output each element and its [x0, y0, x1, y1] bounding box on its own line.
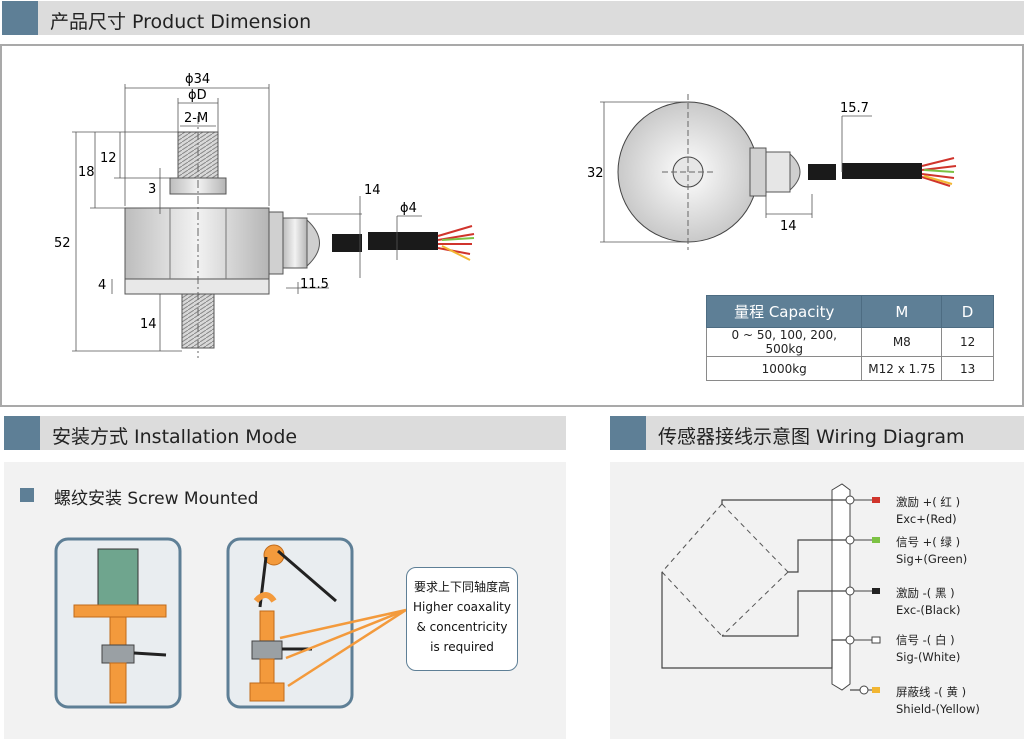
- dim-2m: 2-M: [184, 111, 208, 126]
- front-view-drawing: ϕ34 ϕD 2-M 12 18 3 52 4 14 14 ϕ4 11.5: [54, 72, 475, 358]
- wire-cn: 屏蔽线 -( 黄 ): [896, 685, 967, 699]
- spec-table: 量程 Capacity M D 0 ~ 50, 100, 200, 500kg …: [705, 295, 994, 381]
- dim-12: 12: [100, 151, 117, 166]
- dim-18: 18: [78, 165, 95, 180]
- wire-label-sig-plus: 信号 +( 绿 ) Sig+(Green): [896, 534, 967, 568]
- table-row: 0 ~ 50, 100, 200, 500kg M8 12: [705, 327, 994, 357]
- callout-line-3: is required: [430, 640, 494, 654]
- installation-header: 安装方式 Installation Mode: [4, 416, 566, 450]
- dim-4: 4: [98, 278, 106, 293]
- dim-phid: ϕD: [188, 88, 207, 103]
- m-cell: M12 x 1.75: [861, 356, 943, 381]
- callout-arrows: [279, 608, 407, 688]
- dim-14-bottom: 14: [140, 317, 157, 332]
- callout-line-cn: 要求上下同轴度高: [413, 580, 510, 594]
- wire-en: Shield-(Yellow): [896, 702, 980, 716]
- m-header: M: [861, 295, 943, 328]
- spec-header-row: 量程 Capacity M D: [705, 295, 994, 328]
- dimension-header: 产品尺寸 Product Dimension: [2, 1, 1024, 35]
- wiring-diagram: [661, 483, 881, 695]
- wire-en: Sig-(White): [896, 650, 961, 664]
- wiring-title: 传感器接线示意图 Wiring Diagram: [658, 426, 965, 448]
- capacity-header: 量程 Capacity: [705, 295, 863, 328]
- wire-label-exc-minus: 激励 -( 黑 ) Exc-(Black): [896, 585, 960, 619]
- wire-cn: 激励 +( 红 ): [896, 495, 961, 509]
- wire-en: Exc+(Red): [896, 512, 957, 526]
- installation-title: 安装方式 Installation Mode: [52, 426, 298, 448]
- screw-mounted-label: 螺纹安装 Screw Mounted: [54, 489, 259, 509]
- top-view-drawing: 15.7 32 14: [587, 94, 957, 250]
- d-cell: 13: [941, 356, 994, 381]
- m-cell: M8: [861, 327, 943, 357]
- wire-cn: 信号 -( 白 ): [896, 633, 955, 647]
- coaxiality-callout: 要求上下同轴度高 Higher coaxality & concentricit…: [406, 567, 518, 671]
- table-row: 1000kg M12 x 1.75 13: [705, 356, 994, 381]
- wire-terminals: [850, 497, 881, 693]
- dimension-title: 产品尺寸 Product Dimension: [50, 11, 312, 33]
- wire-label-sig-minus: 信号 -( 白 ) Sig-(White): [896, 632, 960, 666]
- dim-14-cable: 14: [364, 183, 381, 198]
- wire-cn: 激励 -( 黑 ): [896, 586, 955, 600]
- dim-52: 52: [54, 236, 71, 251]
- dim-32: 32: [587, 166, 604, 181]
- wiring-panel: 激励 +( 红 ) Exc+(Red) 信号 +( 绿 ) Sig+(Green…: [610, 462, 1024, 739]
- dim-3: 3: [148, 182, 156, 197]
- dim-11-5: 11.5: [300, 277, 329, 292]
- wire-label-exc-plus: 激励 +( 红 ) Exc+(Red): [896, 494, 960, 528]
- bullet-square: [20, 488, 34, 502]
- d-cell: 12: [941, 327, 994, 357]
- dimension-panel: ϕ34 ϕD 2-M 12 18 3 52 4 14 14 ϕ4 11.5: [0, 44, 1024, 407]
- dim-phi34: ϕ34: [185, 72, 210, 87]
- dim-phi4: ϕ4: [400, 201, 417, 216]
- callout-line-2: & concentricity: [416, 620, 508, 634]
- dim-15-7: 15.7: [840, 101, 869, 116]
- header-marker: [4, 416, 40, 450]
- wire-en: Sig+(Green): [896, 552, 968, 566]
- d-header: D: [941, 295, 994, 328]
- wire-en: Exc-(Black): [896, 603, 961, 617]
- callout-line-1: Higher coaxality: [413, 600, 511, 614]
- install-image-left: [54, 537, 182, 709]
- wiring-header: 传感器接线示意图 Wiring Diagram: [610, 416, 1024, 450]
- header-marker: [2, 1, 38, 35]
- wire-label-shield: 屏蔽线 -( 黄 ) Shield-(Yellow): [896, 684, 980, 718]
- wire-cn: 信号 +( 绿 ): [896, 535, 961, 549]
- capacity-cell: 0 ~ 50, 100, 200, 500kg: [705, 327, 863, 357]
- capacity-cell: 1000kg: [705, 356, 863, 381]
- header-marker: [610, 416, 646, 450]
- dim-14-top: 14: [780, 219, 797, 234]
